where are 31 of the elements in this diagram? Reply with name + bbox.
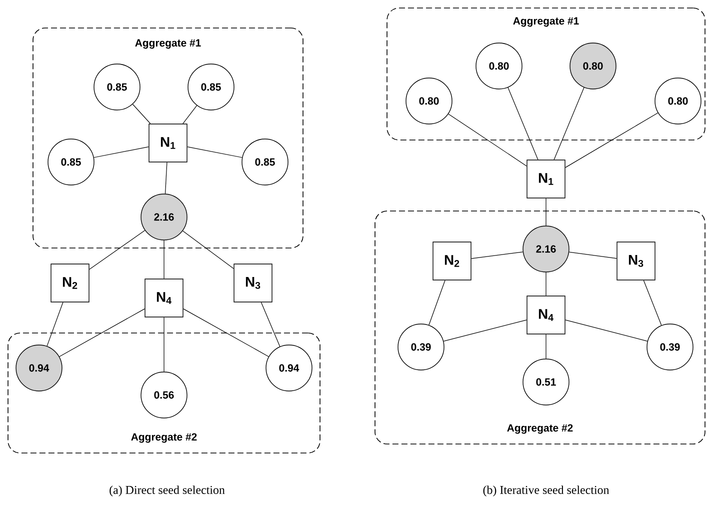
node-square: N$_{2}$ — [50, 264, 90, 302]
connector-line — [182, 230, 234, 269]
connector-line — [554, 87, 584, 160]
connector-line — [94, 146, 149, 158]
connector-line — [132, 104, 151, 124]
node-square: N$_{1}$ — [526, 160, 566, 198]
connector-line — [260, 302, 280, 347]
subfigure-caption: (b) Iterative seed selection — [483, 486, 610, 496]
connector-line — [643, 280, 662, 326]
node-square: N$_{3}$ — [616, 242, 656, 280]
connector-line — [89, 230, 146, 270]
connector-line — [471, 252, 524, 259]
connector-line — [508, 87, 538, 160]
connector-line — [183, 308, 269, 357]
connector-line — [565, 112, 658, 168]
connector-line — [187, 146, 242, 158]
connector-line — [59, 308, 145, 357]
node-square: N$_{2}$ — [432, 242, 472, 280]
node-square: N$_{1}$ — [148, 124, 188, 162]
connector-line — [164, 162, 168, 194]
node-square: N$_{3}$ — [234, 264, 272, 302]
connector-line — [448, 114, 527, 166]
connector-line — [565, 320, 648, 342]
connector-line — [568, 252, 617, 259]
connector-line — [443, 320, 527, 342]
connector-line — [46, 302, 64, 346]
node-square: N$_{4}$ — [526, 296, 566, 334]
connector-line — [428, 280, 446, 326]
subfigure-caption: (a) Direct seed selection — [110, 486, 225, 496]
connector-line — [182, 105, 198, 124]
node-square: N$_{4}$ — [144, 278, 184, 318]
